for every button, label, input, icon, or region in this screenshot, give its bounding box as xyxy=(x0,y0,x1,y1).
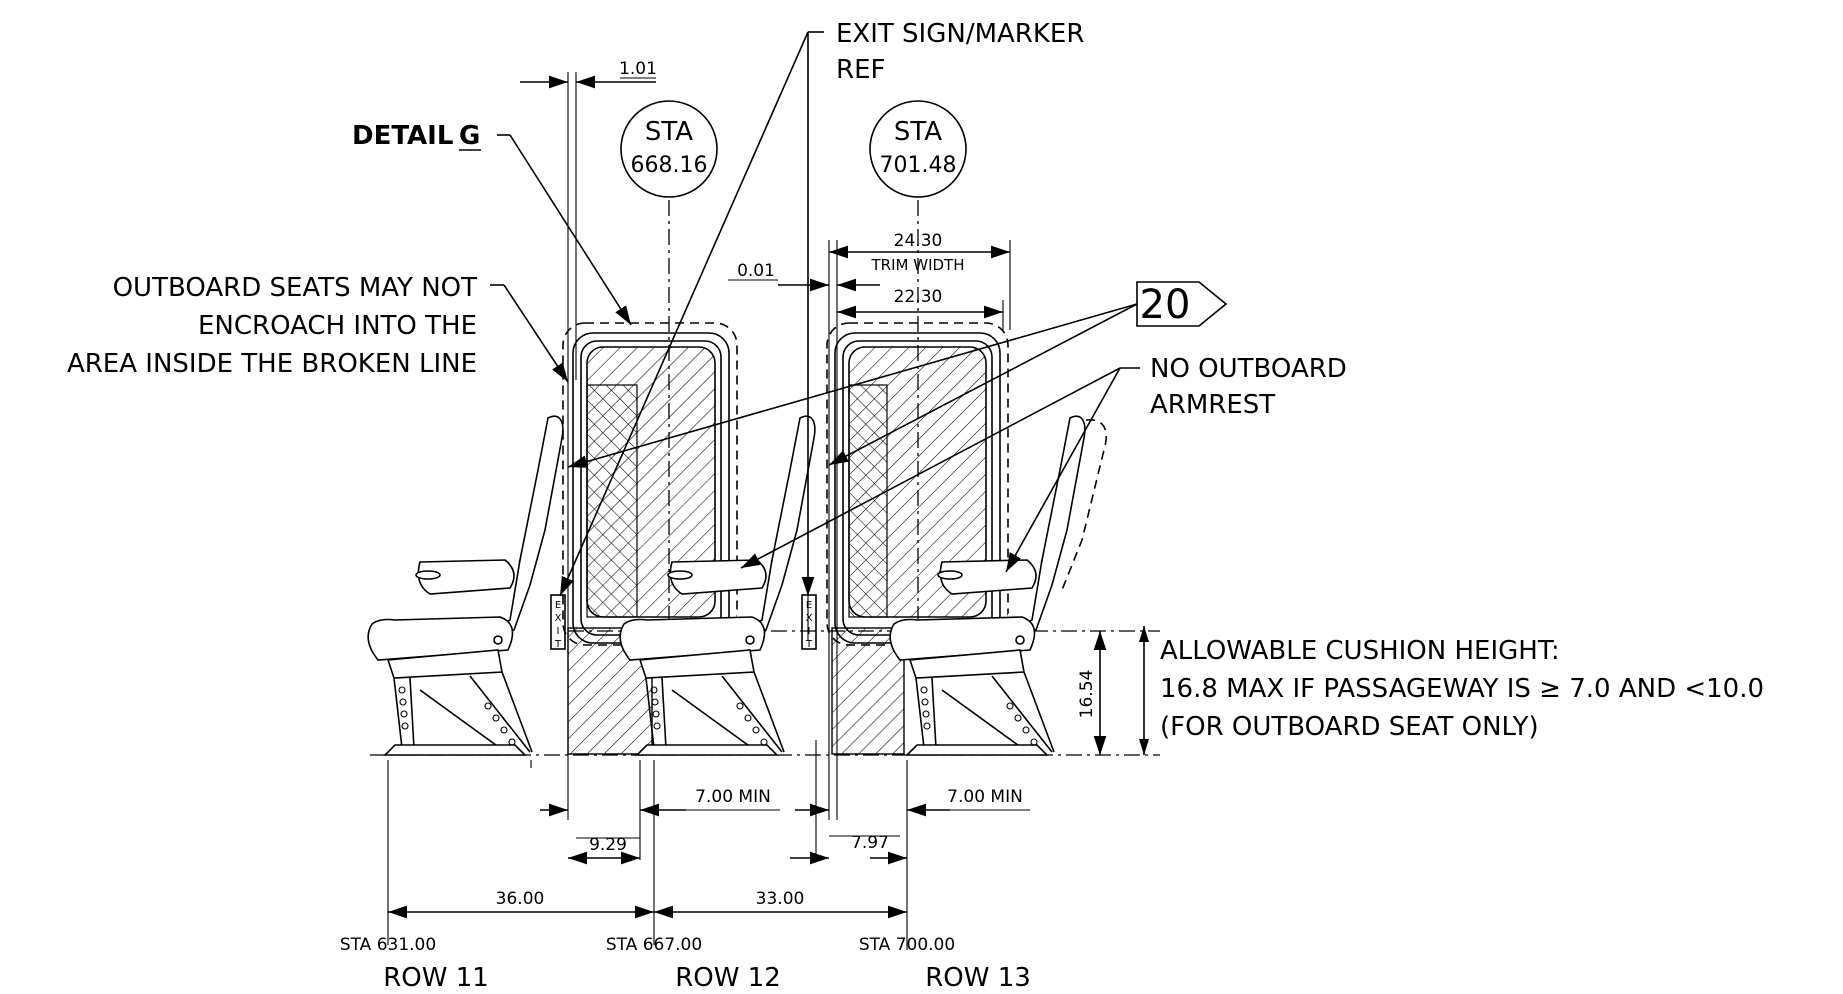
exit-sign-callout: EXIT SIGN/MARKER REF xyxy=(559,19,1084,597)
dim-7-97: 7.97 xyxy=(790,833,907,865)
dim-0-01: 0.01 xyxy=(728,261,880,292)
sta-circle-1-label: STA xyxy=(645,117,693,147)
row-11-label: ROW 11 xyxy=(383,963,489,993)
dim-7-00-min-a: 7.00 MIN xyxy=(540,787,780,817)
cushion-line-2: 16.8 MAX IF PASSAGEWAY IS ≥ 7.0 AND <10.… xyxy=(1160,674,1764,704)
dim-9-29: 9.29 xyxy=(568,835,640,865)
svg-text:T: T xyxy=(554,639,562,650)
sta-circle-2-label: STA xyxy=(894,117,942,147)
cushion-height-note: ALLOWABLE CUSHION HEIGHT: 16.8 MAX IF PA… xyxy=(1139,626,1764,755)
sta-667-label: STA 667.00 xyxy=(606,935,702,955)
sta-631-label: STA 631.00 xyxy=(340,935,436,955)
no-armrest-line-1: NO OUTBOARD xyxy=(1150,354,1347,384)
dim-22-30-label: 22.30 xyxy=(894,287,943,307)
no-armrest-callout: NO OUTBOARD ARMREST xyxy=(740,354,1347,573)
dim-24-30-label: 24.30 xyxy=(894,231,943,251)
row-12-label: ROW 12 xyxy=(675,963,781,993)
cushion-line-3: (FOR OUTBOARD SEAT ONLY) xyxy=(1160,712,1539,742)
outboard-note-line-2: ENCROACH INTO THE xyxy=(198,311,477,341)
no-armrest-line-2: ARMREST xyxy=(1150,390,1275,420)
dim-36-00-label: 36.00 xyxy=(496,889,545,909)
seat-row-12 xyxy=(619,415,816,756)
outboard-note: OUTBOARD SEATS MAY NOT ENCROACH INTO THE… xyxy=(67,273,569,383)
dim-1-01: 1.01 xyxy=(520,59,657,89)
exit-placard-1: E X I T xyxy=(550,594,566,650)
dim-36-00: 36.00 xyxy=(388,889,654,919)
dim-33-00-label: 33.00 xyxy=(756,889,805,909)
exit-sign-line-2: REF xyxy=(836,55,885,85)
dim-7-00-min-a-label: 7.00 MIN xyxy=(695,787,771,807)
dim-33-00: 33.00 xyxy=(654,889,907,919)
sta-circle-701: STA 701.48 xyxy=(869,100,967,198)
svg-text:T: T xyxy=(805,639,813,650)
trim-width-label: TRIM WIDTH xyxy=(871,256,965,274)
outboard-note-line-3: AREA INSIDE THE BROKEN LINE xyxy=(67,349,477,379)
dim-22-30: 22.30 xyxy=(837,287,1004,330)
detail-label: DETAIL xyxy=(352,121,453,151)
dim-7-97-label: 7.97 xyxy=(851,833,889,853)
dim-0-01-label: 0.01 xyxy=(737,261,775,281)
svg-text:E: E xyxy=(555,600,561,611)
sta-circle-2-value: 701.48 xyxy=(880,153,957,178)
dim-7-00-min-b-label: 7.00 MIN xyxy=(947,787,1023,807)
dim-1-01-label: 1.01 xyxy=(619,59,657,79)
sta-circle-668: STA 668.16 xyxy=(620,100,718,198)
dim-24-30: 24.30 TRIM WIDTH xyxy=(829,231,1010,274)
window-row-12 xyxy=(562,322,738,755)
note-flag-20: 20 xyxy=(567,281,1228,468)
svg-text:E: E xyxy=(806,600,812,611)
exit-sign-line-1: EXIT SIGN/MARKER xyxy=(836,19,1084,49)
svg-text:X: X xyxy=(555,613,562,624)
sta-circle-1-value: 668.16 xyxy=(631,153,708,178)
row-13-label: ROW 13 xyxy=(925,963,1031,993)
svg-text:I: I xyxy=(557,626,560,637)
svg-text:X: X xyxy=(806,613,813,624)
seat-row-11 xyxy=(367,415,564,756)
outboard-note-line-1: OUTBOARD SEATS MAY NOT xyxy=(113,273,478,303)
window-crosshatch-1 xyxy=(586,384,638,618)
note-flag-number: 20 xyxy=(1140,282,1191,328)
svg-text:I: I xyxy=(808,626,811,637)
sta-700-label: STA 700.00 xyxy=(859,935,955,955)
exit-placard-2: E X I T xyxy=(801,594,817,650)
cushion-line-1: ALLOWABLE CUSHION HEIGHT: xyxy=(1160,636,1560,666)
detail-ref: G xyxy=(459,121,480,151)
dim-16-54: 16.54 xyxy=(1077,631,1107,755)
dim-7-00-min-b: 7.00 MIN xyxy=(795,787,1030,817)
sidewall-hatch-2 xyxy=(831,627,905,755)
dim-16-54-label: 16.54 xyxy=(1077,670,1097,719)
dim-9-29-label: 9.29 xyxy=(589,835,627,855)
